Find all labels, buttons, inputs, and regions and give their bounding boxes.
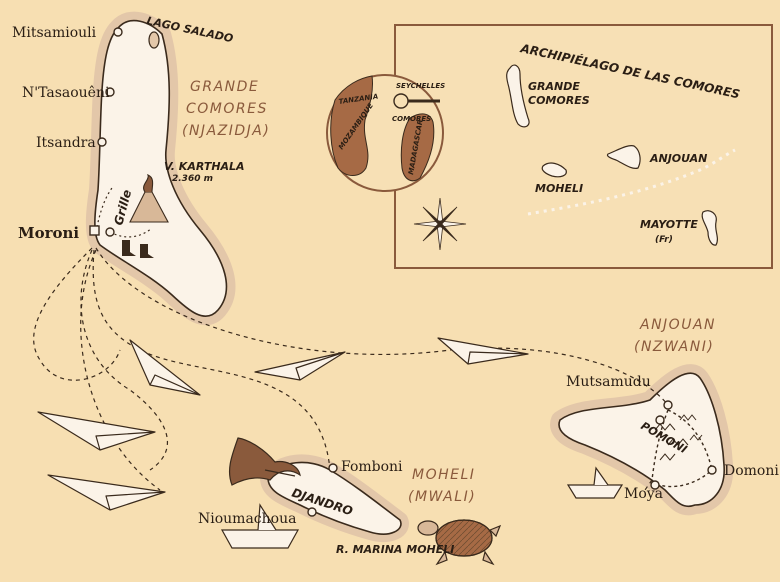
- boat-icon: [566, 466, 624, 499]
- anjouan-mountains: [654, 414, 703, 461]
- label-mitsamiouli: Mitsamiouli: [12, 25, 97, 41]
- label-fomboni: Fomboni: [341, 459, 403, 475]
- inset-label-mayotte-note: (Fr): [655, 235, 673, 245]
- label-marina: R. MARINA MOHELI: [336, 543, 454, 556]
- lago-salado-lake: [148, 31, 160, 49]
- locator-globe: [326, 74, 444, 192]
- paper-plane-icon: [254, 351, 346, 381]
- inset-mayotte: [701, 210, 719, 246]
- marker-mutsamudu: [663, 400, 673, 410]
- inset-label-anjouan: ANJOUAN: [649, 152, 707, 165]
- island-moheli: [260, 454, 409, 543]
- marker-moroni: [89, 225, 100, 236]
- route-anjouan-moya: [644, 479, 653, 491]
- paper-plane-icon: [37, 411, 156, 451]
- locator-madagascar: [400, 113, 435, 182]
- boat-icon: [220, 503, 300, 549]
- marker-domoni: [707, 465, 717, 475]
- boots-icon: [122, 240, 154, 258]
- marker-nioumachoua: [307, 507, 317, 517]
- route-5: [80, 249, 161, 491]
- label-moroni: Moroni: [18, 224, 79, 242]
- moheli-land: [267, 461, 402, 535]
- label-nzwani: (NZWANI): [634, 339, 714, 355]
- locator-africa: [330, 75, 373, 176]
- marker-mitsamiouli: [113, 27, 123, 37]
- label-anjouan: ANJOUAN: [639, 317, 716, 333]
- locator-label-seychelles: SEYCHELLES: [396, 82, 445, 90]
- turtle-icon: [417, 519, 502, 566]
- marker-itsandra: [97, 137, 107, 147]
- anjouan-land: [558, 372, 725, 508]
- label-domoni: Domoni: [724, 463, 779, 479]
- route-1: [33, 247, 121, 381]
- label-karthala: V. KARTHALA: [164, 160, 245, 173]
- label-moya: Moya: [624, 486, 663, 502]
- marker-ntsaoueni: [105, 87, 115, 97]
- inset-moheli: [541, 162, 567, 178]
- inset-label-grande-2: COMORES: [528, 94, 590, 107]
- route-3: [92, 249, 331, 471]
- marker-moya: [650, 480, 660, 490]
- label-moheli: MOHELI: [412, 467, 475, 483]
- label-mutsamudu: Mutsamudu: [566, 374, 651, 390]
- bat-icon: [228, 437, 301, 486]
- inset-anjouan: [606, 145, 641, 169]
- label-grande-comore-2: COMORES: [186, 101, 268, 117]
- island-anjouan: [550, 364, 734, 516]
- ferry-routes: [33, 247, 669, 491]
- marker-pomoni: [655, 415, 665, 425]
- label-ntsaoueni: N'Tasaouêni: [22, 85, 110, 101]
- volcano-icon: [129, 173, 169, 223]
- locator-label-comores: COMORES: [392, 115, 431, 123]
- inset-label-mayotte: MAYOTTE: [640, 218, 698, 231]
- paper-plane-icon: [437, 337, 529, 365]
- karthala-trail: [109, 227, 153, 238]
- inset-label-grande: GRANDE: [528, 80, 580, 93]
- paper-plane-icon: [129, 339, 201, 396]
- anjouan-road: [651, 409, 713, 488]
- label-nioumachoua: Nioumachoua: [198, 511, 296, 527]
- label-mwali: (MWALI): [408, 489, 476, 505]
- inset-map: [326, 24, 773, 269]
- label-itsandra: Itsandra: [36, 135, 96, 151]
- paper-plane-icon: [47, 474, 166, 511]
- route-4: [95, 247, 669, 406]
- town-markers: [89, 27, 717, 517]
- marker-fomboni: [328, 463, 338, 473]
- label-karthala-alt: 2.360 m: [172, 174, 213, 184]
- marker-grille: [105, 227, 115, 237]
- route-2: [80, 249, 168, 471]
- label-grande-comore: GRANDE: [190, 79, 259, 95]
- label-njazidja: (NJAZIDJA): [182, 123, 270, 139]
- magnifier-icon: [393, 93, 440, 109]
- inset-label-moheli: MOHELI: [535, 182, 583, 195]
- compass-rose-icon: [413, 197, 467, 251]
- inset-grande-comore: [506, 64, 530, 128]
